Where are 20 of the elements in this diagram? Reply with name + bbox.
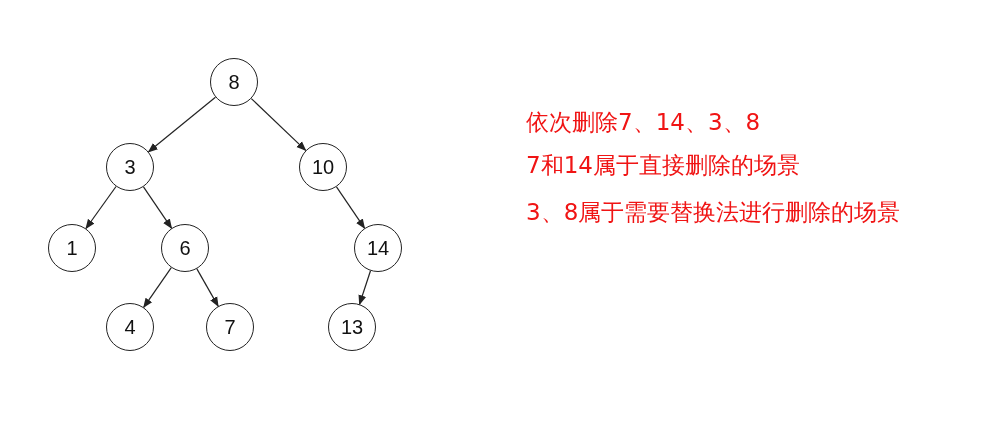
tree-node-circle: 13 (328, 303, 376, 351)
note-text: 依次删除7、14、3、8 (526, 108, 761, 137)
tree-node-circle: 3 (106, 143, 154, 191)
arrow (142, 186, 173, 229)
arrow (147, 96, 216, 153)
tree-node-circle: 1 (48, 224, 96, 272)
arrow (358, 270, 372, 306)
note-text: 3、8属于需要替换法进行删除的场景 (526, 198, 901, 227)
arrow (335, 186, 366, 229)
arrow (196, 268, 219, 307)
tree-node-circle: 8 (210, 58, 258, 106)
note-text: 7和14属于直接删除的场景 (526, 151, 800, 180)
tree-node-circle: 6 (161, 224, 209, 272)
arrow (250, 98, 307, 152)
arrow (143, 267, 172, 309)
tree-node-circle: 14 (354, 224, 402, 272)
tree-node-circle: 10 (299, 143, 347, 191)
tree-node-circle: 4 (106, 303, 154, 351)
tree-node-circle: 7 (206, 303, 254, 351)
arrow (85, 185, 117, 230)
